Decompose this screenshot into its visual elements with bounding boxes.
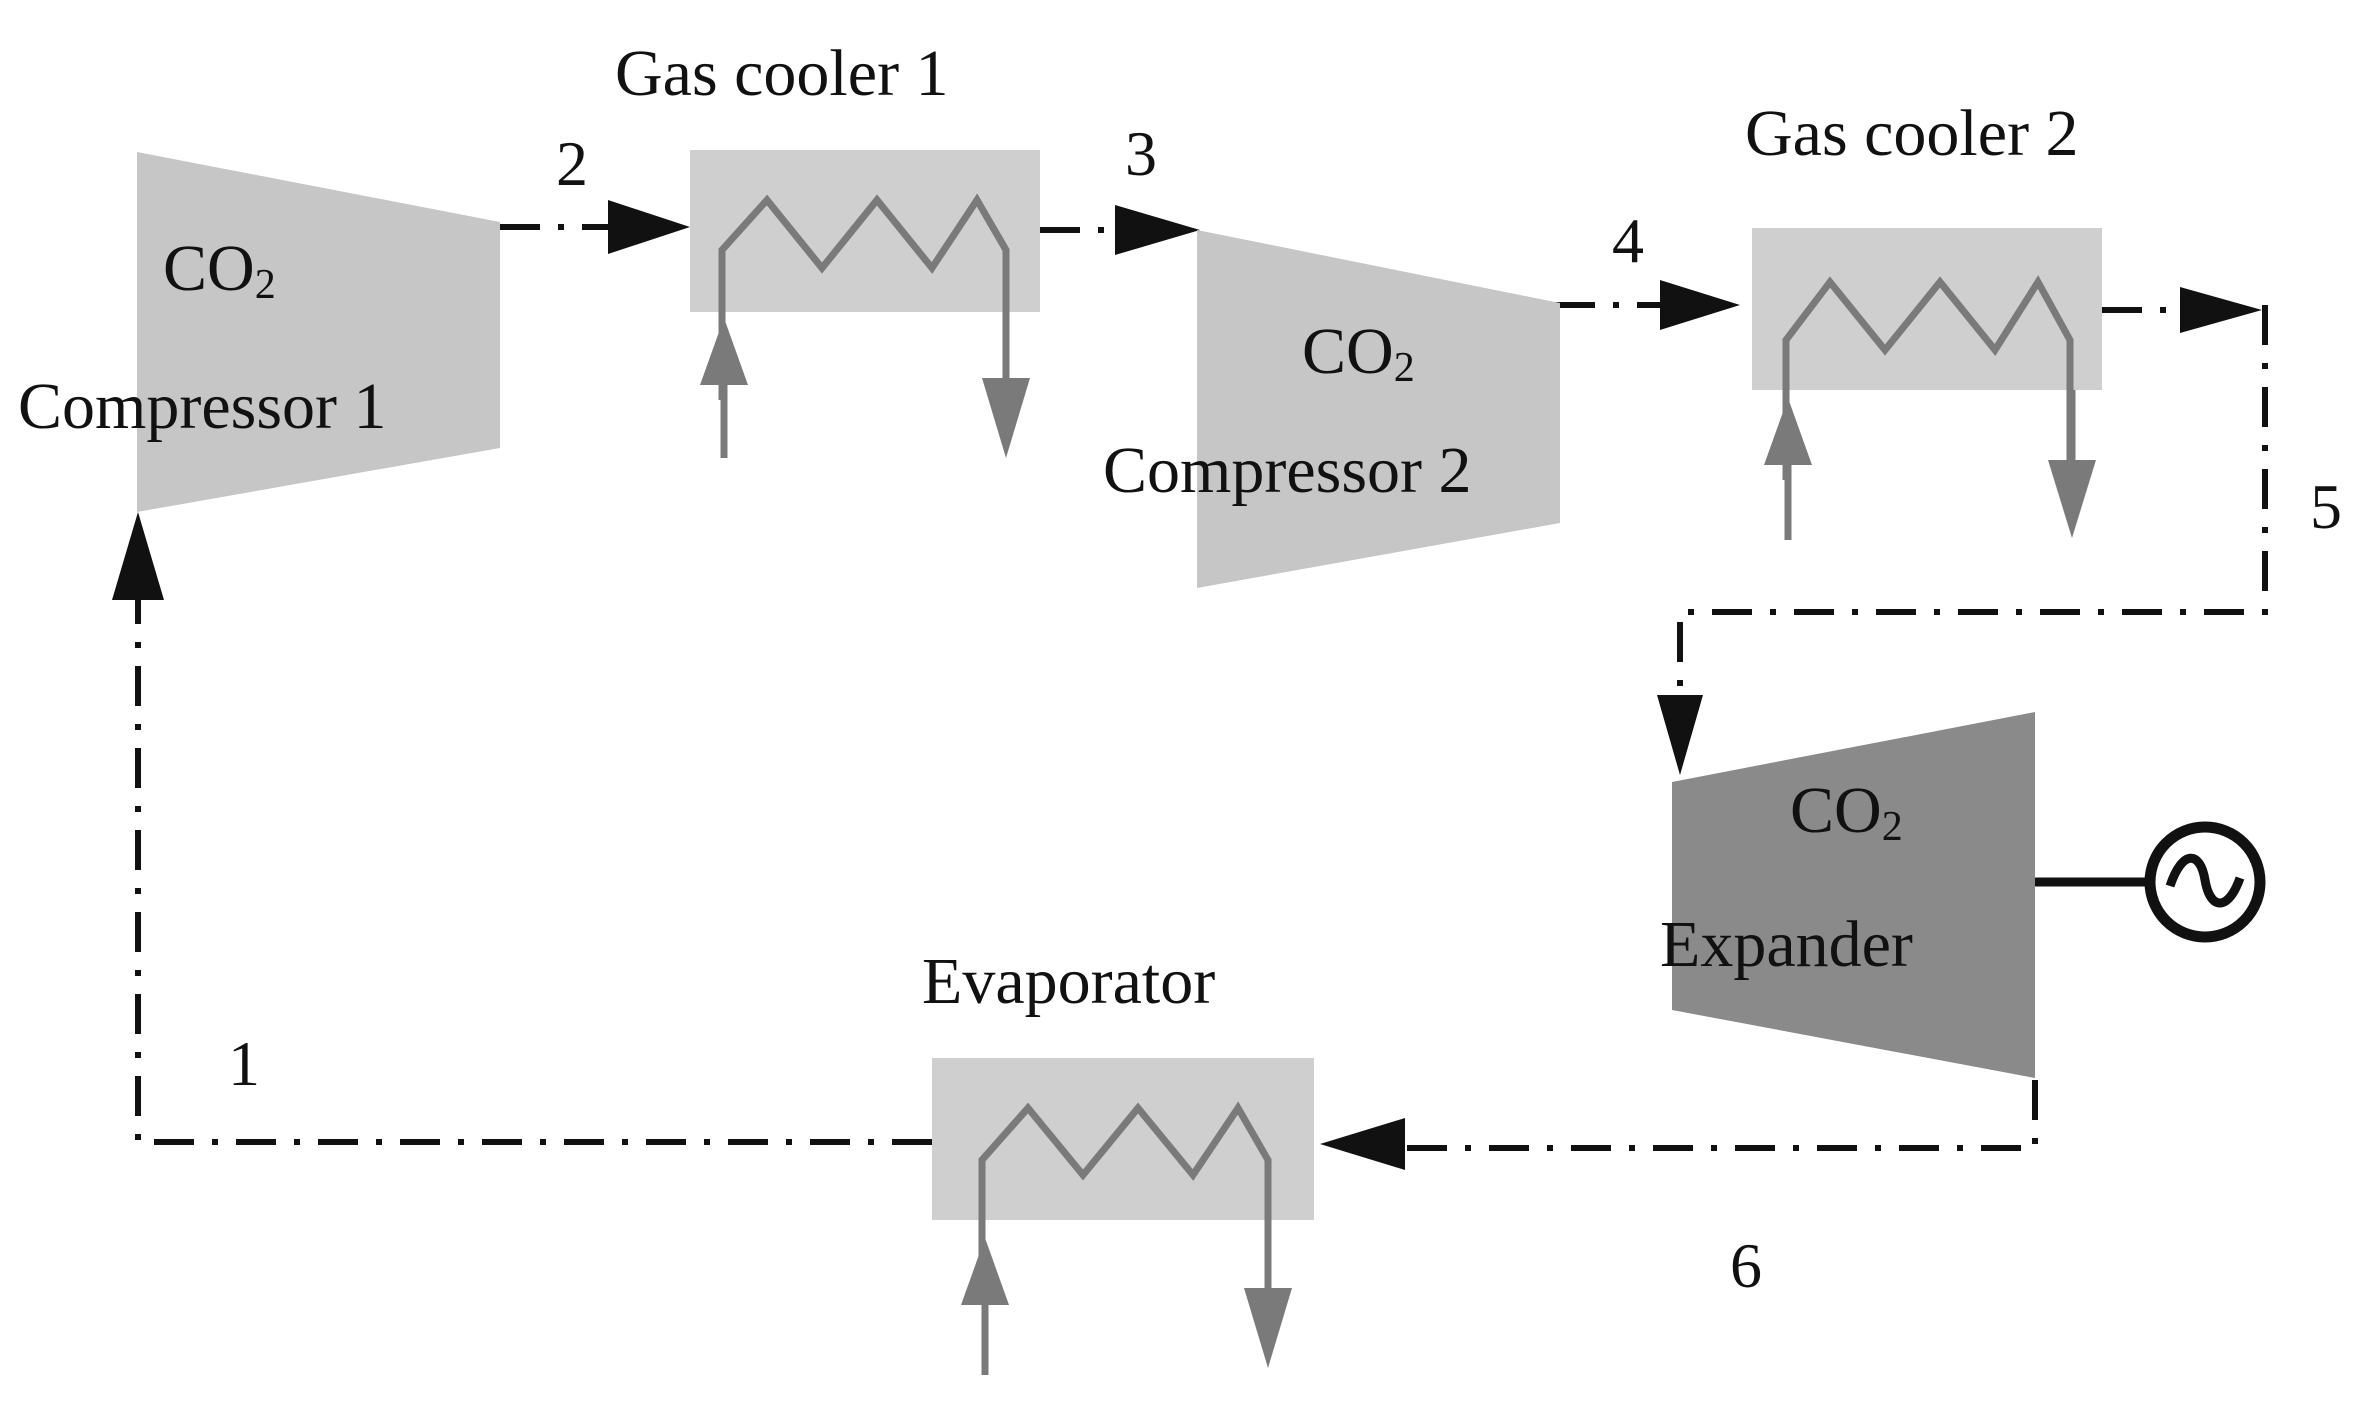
- gas-cooler-2-coil: [1782, 275, 2074, 480]
- flow-line-5-return: [1677, 305, 2268, 700]
- gas-cooler-1: Gas cooler 1: [615, 37, 1040, 458]
- flow-line-6: [1385, 1080, 2038, 1151]
- gas-cooler-1-water-out-arrow: [982, 378, 1030, 458]
- evaporator-water-in-arrow: [961, 1238, 1009, 1305]
- arrowhead-6: [1320, 1118, 1405, 1170]
- evaporator: Evaporator: [922, 945, 1314, 1375]
- gas-cooler-1-body: [690, 150, 1040, 312]
- evaporator-coil: [978, 1101, 1272, 1300]
- evaporator-water-out-arrow: [1244, 1288, 1292, 1368]
- arrowhead-1: [112, 512, 164, 600]
- gas-cooler-2: Gas cooler 2: [1745, 97, 2102, 540]
- compressor-1-name-label: Compressor 1: [18, 370, 386, 443]
- evaporator-label: Evaporator: [922, 945, 1215, 1018]
- compressor-2-body: [1197, 230, 1560, 588]
- state-point-labels: 1 2 3 4 5 6: [228, 118, 2342, 1301]
- arrowhead-2: [608, 200, 690, 254]
- co2-compressor-2: CO2 Compressor 2: [1103, 230, 1560, 588]
- co2-compressor-1: CO2 Compressor 1: [18, 152, 500, 512]
- expander-co2-label: CO2: [1790, 774, 1903, 850]
- arrowhead-3: [1115, 205, 1200, 255]
- state-point-6: 6: [1730, 1230, 1762, 1301]
- expander-body: [1672, 712, 2035, 1078]
- flow-line-1: [135, 595, 932, 1145]
- gas-cooler-2-water-in-arrow: [1764, 398, 1812, 465]
- gas-cooler-1-water-in-arrow: [700, 318, 748, 385]
- state-point-2: 2: [556, 128, 588, 199]
- arrowhead-5-down: [1657, 695, 1703, 775]
- arrowhead-4: [1660, 280, 1740, 330]
- co2-expander: CO2 Expander: [1660, 712, 2266, 1078]
- state-point-3: 3: [1125, 118, 1157, 189]
- state-point-4: 4: [1612, 205, 1644, 276]
- compressor-1-body: [137, 152, 500, 512]
- evaporator-body: [932, 1058, 1314, 1220]
- gas-cooler-1-coil: [718, 193, 1010, 400]
- compressor-1-co2-label: CO2: [163, 232, 276, 308]
- state-point-1: 1: [228, 1028, 260, 1099]
- compressor-2-co2-label: CO2: [1302, 315, 1415, 391]
- gas-cooler-2-water-out-arrow: [2048, 460, 2096, 538]
- arrowhead-5: [2180, 287, 2262, 333]
- refrigerant-flow-lines: [135, 224, 2268, 1151]
- gas-cooler-2-label: Gas cooler 2: [1745, 97, 2079, 170]
- state-point-5: 5: [2310, 471, 2342, 542]
- compressor-2-name-label: Compressor 2: [1103, 434, 1471, 507]
- gas-cooler-1-label: Gas cooler 1: [615, 37, 949, 110]
- flow-arrowheads: [112, 200, 2262, 1170]
- expander-name-label: Expander: [1660, 908, 1913, 981]
- generator-icon: [2144, 821, 2266, 943]
